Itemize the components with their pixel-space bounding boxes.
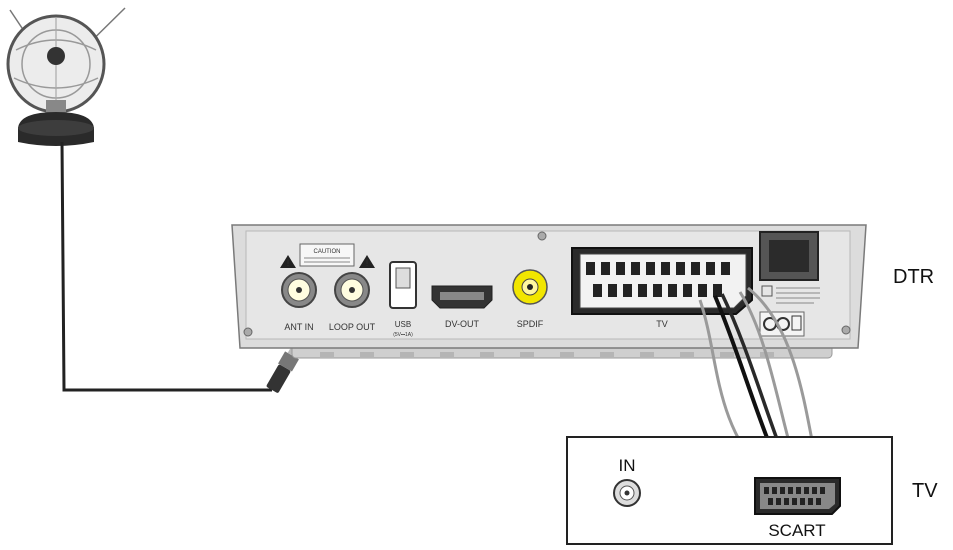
antenna: [6, 7, 126, 146]
loop-out-label: LOOP OUT: [329, 322, 376, 332]
usb-port: USB (5V⎓1A): [389, 261, 417, 338]
scart-tv-label: TV: [656, 319, 668, 329]
tv-in-label: IN: [619, 456, 636, 475]
ant-in-port: ANT IN: [281, 272, 317, 332]
device-feet: [320, 352, 774, 358]
usb-sub-label: (5V⎓1A): [393, 332, 413, 338]
hdmi-port: DV-OUT: [431, 285, 493, 329]
antenna-cable: [60, 141, 272, 392]
tv-antenna-in-port: [613, 479, 641, 507]
tv-box: IN SCART: [566, 436, 893, 545]
loop-out-port: LOOP OUT: [329, 272, 376, 332]
scart-port: TV: [571, 247, 753, 329]
dtr-device: ! ! CAUTION ANT IN LOOP OUT USB (5V⎓1A): [231, 224, 867, 359]
spdif-label: SPDIF: [517, 319, 544, 329]
ant-in-label: ANT IN: [284, 322, 313, 332]
power-switch: [759, 231, 820, 304]
scart-pins: [586, 262, 730, 297]
hdmi-label: DV-OUT: [445, 319, 480, 329]
svg-text:!: !: [287, 258, 290, 268]
tv-scart-port: [754, 477, 841, 515]
tv-scart-label: SCART: [768, 521, 825, 540]
tv-label: TV: [912, 480, 938, 502]
dtr-label: DTR: [893, 266, 934, 288]
usb-label: USB: [395, 320, 411, 329]
caution-label: CAUTION: [314, 249, 341, 255]
svg-text:!: !: [366, 258, 369, 268]
spdif-port: SPDIF: [512, 269, 548, 329]
